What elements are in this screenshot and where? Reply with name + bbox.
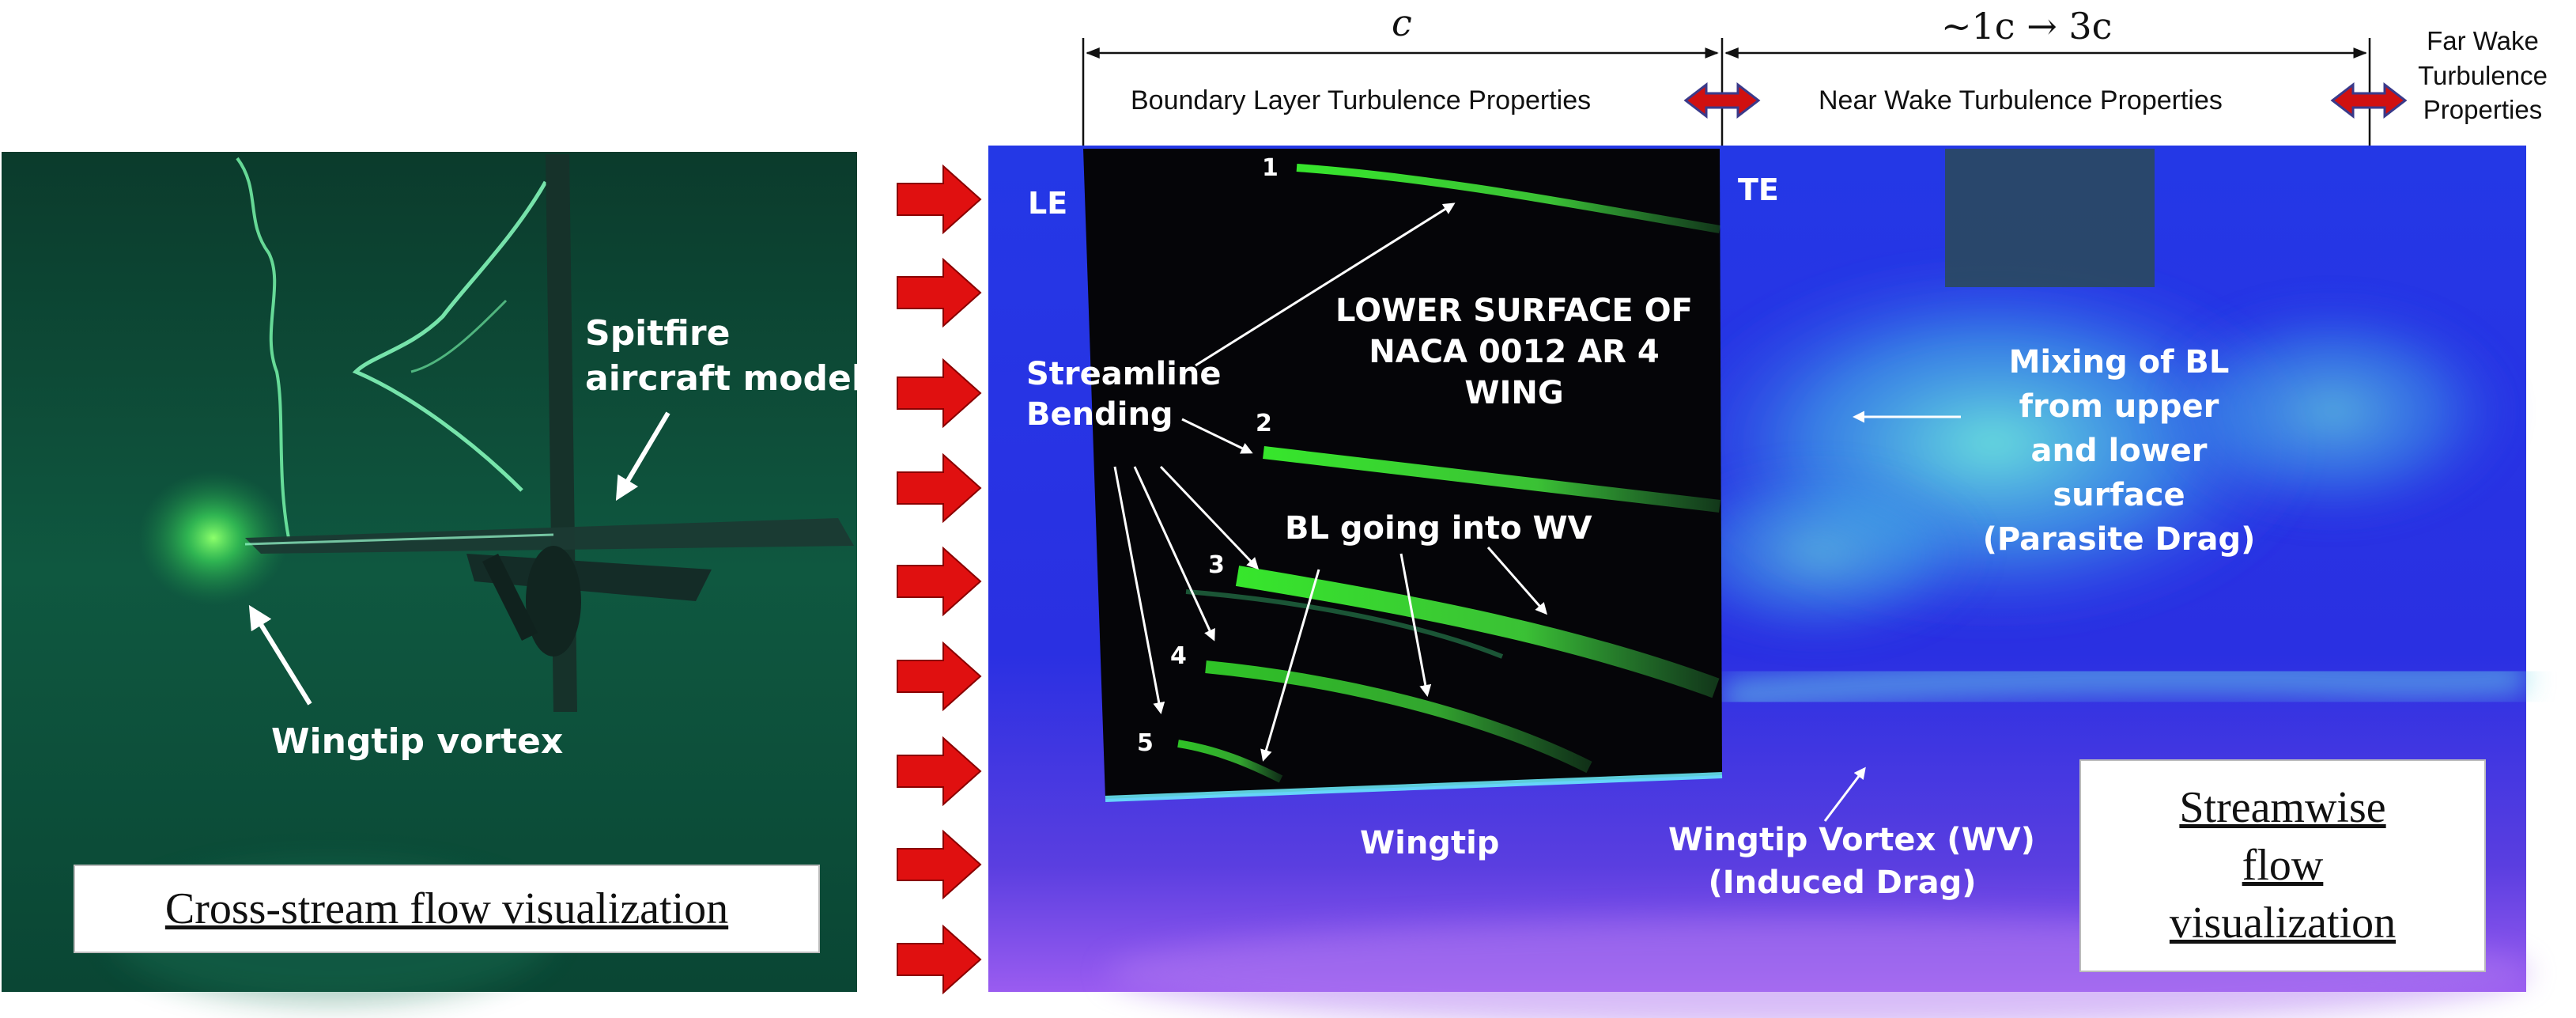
streamline-label-line: Bending [1026, 396, 1173, 433]
model-label-line: aircraft model [585, 358, 863, 399]
wingtip-label: Wingtip [1360, 825, 1500, 861]
near-wake-properties-label: Near Wake Turbulence Properties [1819, 85, 2223, 115]
model-label-line: Spitfire [585, 313, 731, 354]
streamwise-caption-line: flow [2242, 841, 2324, 891]
wing-title-line: NACA 0012 AR 4 [1369, 334, 1660, 370]
streamwise-caption: Streamwise flow visualization [2170, 779, 2396, 952]
dimension-lines [1082, 38, 2408, 146]
trailing-edge-label: TE [1738, 172, 1779, 207]
streakline-4 [1205, 660, 1592, 774]
near-far-wake-boundary-marker [2330, 81, 2408, 119]
mixing-label-line: Mixing of BL [2008, 344, 2230, 380]
streamwise-photo [988, 146, 2530, 1018]
far-wake-line: Properties [2423, 95, 2543, 125]
far-wake-line: Turbulence [2418, 60, 2548, 90]
wing-title-line: LOWER SURFACE OF [1335, 293, 1693, 329]
wv-label-line: (Induced Drag) [1708, 865, 1977, 901]
flow-arrow [897, 641, 982, 712]
wingtip-vortex-streak [1722, 661, 2528, 712]
wing-title: LOWER SURFACE OF NACA 0012 AR 4 WING [1305, 290, 1724, 414]
wing-title-line: WING [1464, 375, 1564, 411]
flow-arrow [897, 736, 982, 807]
streamline-label-line: Streamline [1026, 356, 1222, 392]
bl-properties-label: Boundary Layer Turbulence Properties [1131, 85, 1592, 115]
leading-edge-label: LE [1028, 186, 1068, 221]
streakline-number-4: 4 [1170, 642, 1187, 670]
streamwise-caption-line: visualization [2169, 898, 2397, 948]
streakline-2 [1263, 446, 1720, 513]
flow-arrow [897, 164, 982, 235]
cross-stream-caption: Cross-stream flow visualization [164, 884, 729, 933]
chord-dimension-label: c [1392, 2, 1412, 44]
cross-stream-photo [2, 152, 857, 1005]
mixing-label-line: surface [2053, 477, 2185, 513]
left-annotation-arrows [248, 411, 670, 706]
mixing-label: Mixing of BL from upper and lower surfac… [1961, 340, 2277, 562]
flow-arrow [897, 358, 982, 429]
mixing-label-line: from upper [2019, 388, 2219, 425]
annotation-arrows [1113, 202, 1961, 822]
streakline-number-2: 2 [1256, 410, 1272, 437]
flow-direction-arrows [897, 164, 982, 995]
streamwise-caption-line: Streamwise [2179, 783, 2386, 833]
cross-stream-caption-box: Cross-stream flow visualization [74, 865, 820, 953]
flow-arrow [897, 829, 982, 900]
streakline-number-3: 3 [1208, 551, 1225, 579]
bl-wake-boundary-marker [1683, 81, 1761, 119]
streakline-3 [1235, 566, 1720, 698]
flow-arrow [897, 924, 982, 995]
flow-arrow [897, 257, 982, 328]
far-wake-line: Far Wake [2427, 26, 2539, 55]
spitfire-model-label: Spitfire aircraft model [585, 311, 863, 401]
wingtip-vortex-glow [138, 471, 289, 605]
streamwise-caption-box: Streamwise flow visualization [2079, 759, 2486, 972]
mixing-label-line: and lower [2030, 433, 2208, 469]
wake-dimension-label: ~1c → 3c [1941, 5, 2113, 47]
wingtip-vortex-wv-label: Wingtip Vortex (WV) (Induced Drag) [1668, 819, 2035, 904]
mixing-label-line: (Parasite Drag) [1982, 521, 2256, 558]
streakline-1 [1296, 164, 1720, 233]
bl-into-wv-label: BL going into WV [1285, 510, 1592, 547]
wingtip-vortex-label: Wingtip vortex [271, 721, 564, 762]
streakline-number-1: 1 [1262, 154, 1279, 182]
streakline-5 [1177, 740, 1283, 783]
wv-label-line: Wingtip Vortex (WV) [1668, 822, 2035, 858]
far-wake-properties-label: Far Wake Turbulence Properties [2404, 24, 2562, 127]
streakline-number-5: 5 [1137, 729, 1154, 757]
streaklines [1177, 164, 1720, 783]
flow-arrow [897, 546, 982, 617]
streamline-bending-label: Streamline Bending [1026, 354, 1221, 435]
flow-arrow [897, 452, 982, 524]
